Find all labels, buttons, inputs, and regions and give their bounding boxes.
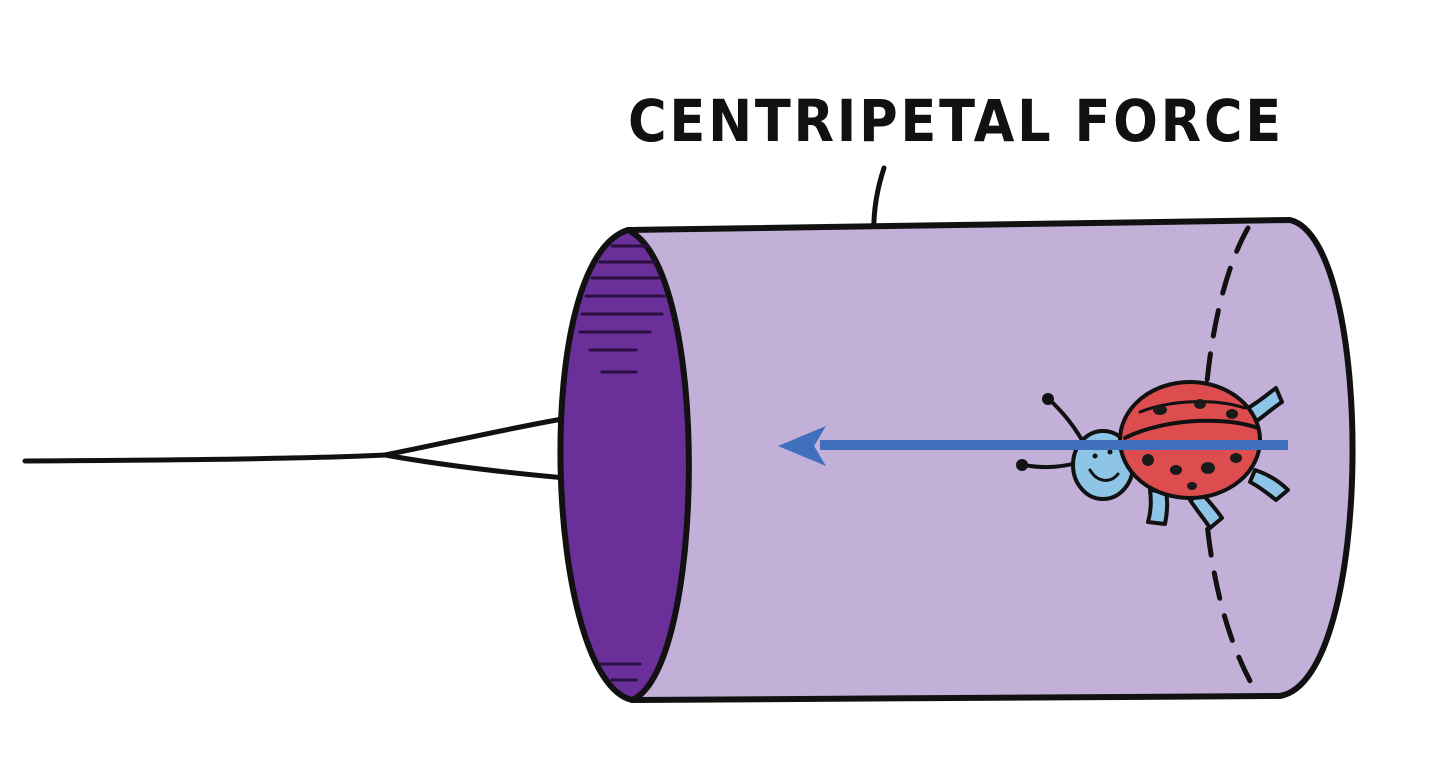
ladybug-spots — [1142, 399, 1242, 490]
cylinder-body — [625, 217, 1356, 703]
opening-hatching — [578, 244, 666, 682]
cylinder-opening — [557, 227, 692, 703]
arrow-left-icon — [778, 426, 1288, 466]
centripetal-force-label: CENTRIPETAL FORCE — [628, 87, 1284, 155]
cylinder-icon — [557, 217, 1356, 703]
